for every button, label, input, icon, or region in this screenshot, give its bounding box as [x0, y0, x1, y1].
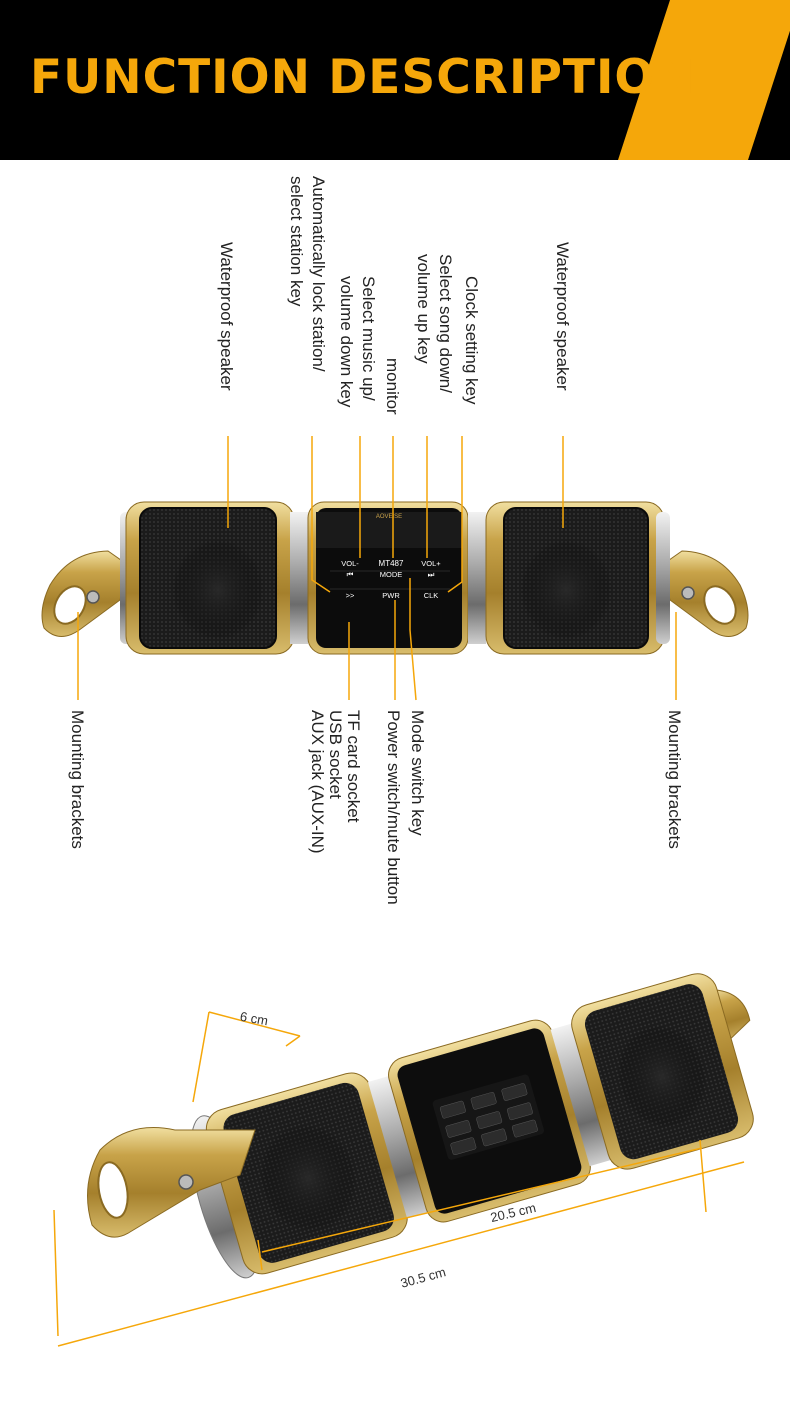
clock-button[interactable]: CLK [424, 591, 439, 600]
mode-button[interactable]: MODE [380, 570, 403, 579]
label-mounting-brackets-right: Mounting brackets [665, 710, 684, 849]
control-unit: AOVEISE VOL- MT487 VOL+ ⏮ MODE ⏭ >> PWR … [307, 501, 486, 655]
prev-track-icon: ⏮ [347, 570, 354, 579]
label-mounting-brackets-left: Mounting brackets [68, 710, 87, 849]
next-track-icon: ⏭ [428, 570, 435, 579]
label-monitor: monitor [383, 358, 402, 415]
callout-leader-lines [77, 436, 677, 701]
bottom-left-bracket [87, 1127, 256, 1238]
left-mounting-bracket [41, 550, 129, 637]
model-label: MT487 [379, 559, 404, 568]
right-speaker [485, 501, 670, 655]
label-waterproof-speaker-left: Waterproof speaker [217, 242, 236, 391]
label-tf-usb-aux: TF card socket USB socket AUX jack (AUX-… [308, 710, 363, 854]
label-song-down-key: Select song down/ volume up key [414, 254, 455, 393]
brand-label: AOVEISE [376, 514, 402, 520]
label-music-up-key: Select music up/ volume down key [337, 276, 378, 408]
label-mode-switch: Mode switch key [408, 710, 427, 836]
label-station-key: Automatically lock station/ select stati… [287, 176, 328, 372]
vol-minus-label: VOL- [341, 559, 359, 568]
power-button[interactable]: PWR [382, 591, 400, 600]
right-mounting-bracket [661, 550, 749, 637]
label-clock-key: Clock setting key [462, 276, 481, 405]
label-waterproof-speaker-right: Waterproof speaker [553, 242, 572, 391]
vol-plus-label: VOL+ [421, 559, 441, 568]
top-product-view: AOVEISE VOL- MT487 VOL+ ⏮ MODE ⏭ >> PWR … [41, 501, 749, 655]
left-speaker [120, 501, 308, 655]
label-power-switch: Power switch/mute button [384, 710, 403, 905]
dimension-lines [53, 1011, 745, 1347]
page-title: FUNCTION DESCRIPTION [30, 50, 696, 105]
next-station-button[interactable]: >> [346, 591, 355, 600]
header-banner: FUNCTION DESCRIPTION [0, 0, 790, 160]
bottom-product-view [190, 973, 754, 1279]
